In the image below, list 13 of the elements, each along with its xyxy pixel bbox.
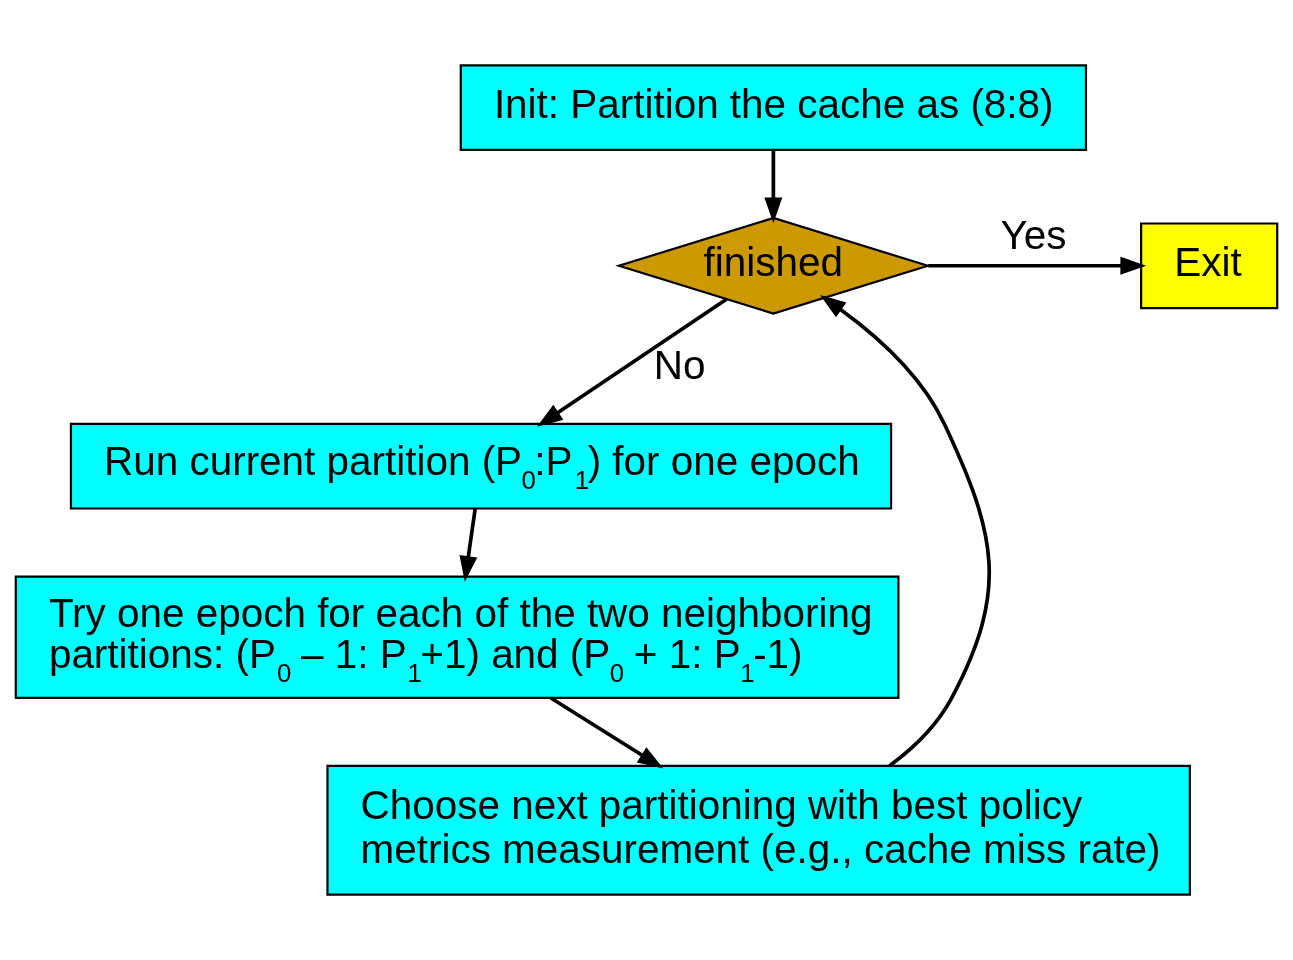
edge-label: No [653, 342, 706, 389]
node-box: Try one epoch for each of the two neighboring partitions: (P$_{0}$ – 1: P$_{1}$+1) and (P$_{0}$ + 1: P$_{1}$-1) [14, 575, 900, 699]
arrow [820, 295, 991, 768]
node-box: Choose next partitioning with best policy metrics measurement (e.g., cache miss rate) [326, 764, 1191, 896]
arrow [459, 508, 478, 582]
node-box: Init: Partition the cache as (8:8) [459, 64, 1088, 152]
arrow [549, 696, 664, 769]
edge-label: Yes [1000, 211, 1067, 258]
arrow [928, 256, 1147, 275]
node-box: Exit [1140, 222, 1279, 310]
node-box: Run current partition (P$_{0}$:P$_{1}$) for one epoch [69, 422, 893, 510]
arrow [536, 297, 728, 427]
arrow [764, 150, 783, 224]
